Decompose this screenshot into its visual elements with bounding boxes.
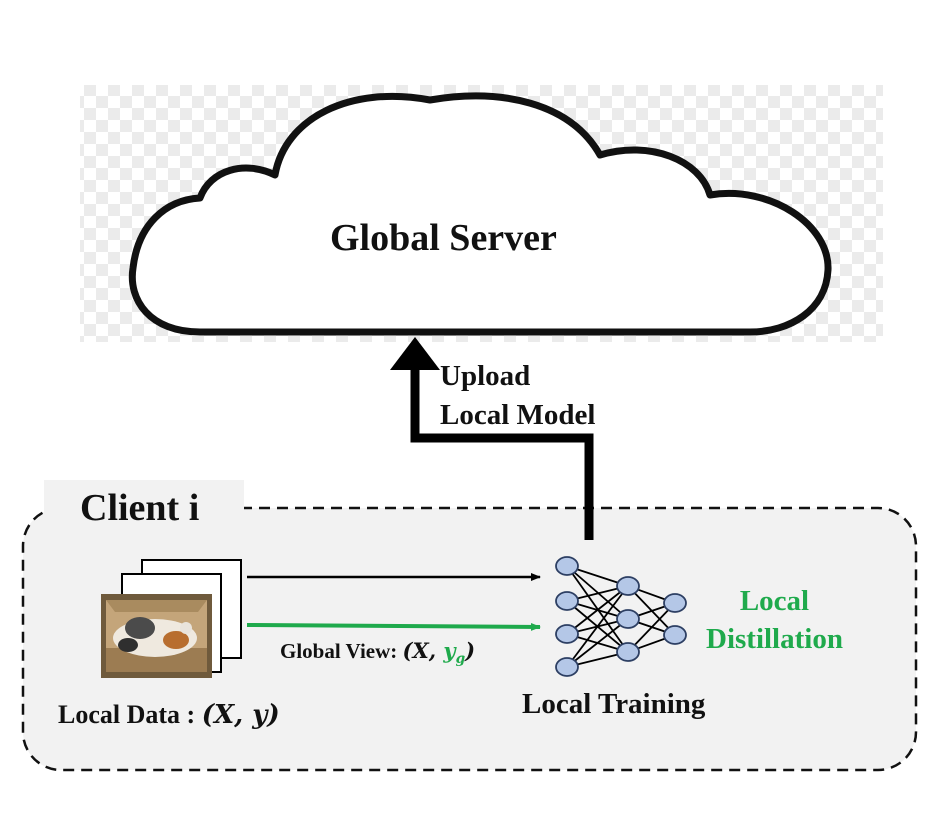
nn-node (616, 609, 640, 629)
global-view-subscript: g (455, 651, 466, 668)
neural-network-icon (555, 556, 687, 677)
upload-arrow (410, 370, 594, 540)
cat-image (101, 594, 212, 678)
local-training-label: Local Training (522, 688, 706, 720)
global-view-text: Global View: (280, 639, 398, 663)
nn-node (616, 642, 640, 662)
nn-node (555, 591, 579, 611)
nn-edge (566, 585, 629, 668)
global-view-arrow (246, 622, 541, 631)
distill-line-2: Distillation (706, 623, 843, 655)
nn-node (663, 625, 687, 645)
nn-node (555, 556, 579, 576)
global-view-x: (X, (402, 638, 444, 663)
client-panel (21, 506, 918, 772)
upload-arrowhead (390, 337, 440, 370)
nn-edge (566, 618, 629, 668)
local-data-text: Local Data : (58, 700, 196, 729)
global-view-y: y (443, 638, 456, 663)
local-distillation-label: Local Distillation (706, 582, 843, 658)
client-title-backing (44, 480, 244, 532)
local-data-label: Local Data : (X, y) (58, 700, 280, 730)
nn-edge (566, 585, 629, 635)
cloud-icon (128, 92, 832, 336)
global-view-close: ) (465, 638, 476, 663)
nn-edge (566, 565, 629, 620)
local-data-math: (X, y) (201, 700, 280, 730)
upload-line-1: Upload (440, 360, 531, 392)
local-data-stack (101, 559, 242, 678)
upload-label: Upload Local Model (440, 357, 595, 435)
distill-line-1: Local (739, 585, 810, 617)
server-title: Global Server (330, 217, 557, 259)
client-title: Client i (80, 487, 200, 529)
global-view-label: Global View: (X, yg) (280, 638, 475, 667)
nn-node (555, 624, 579, 644)
nn-node (616, 576, 640, 596)
nn-edge (627, 602, 676, 653)
upload-line-2: Local Model (440, 399, 596, 431)
nn-node (555, 657, 579, 677)
nn-node (663, 593, 687, 613)
